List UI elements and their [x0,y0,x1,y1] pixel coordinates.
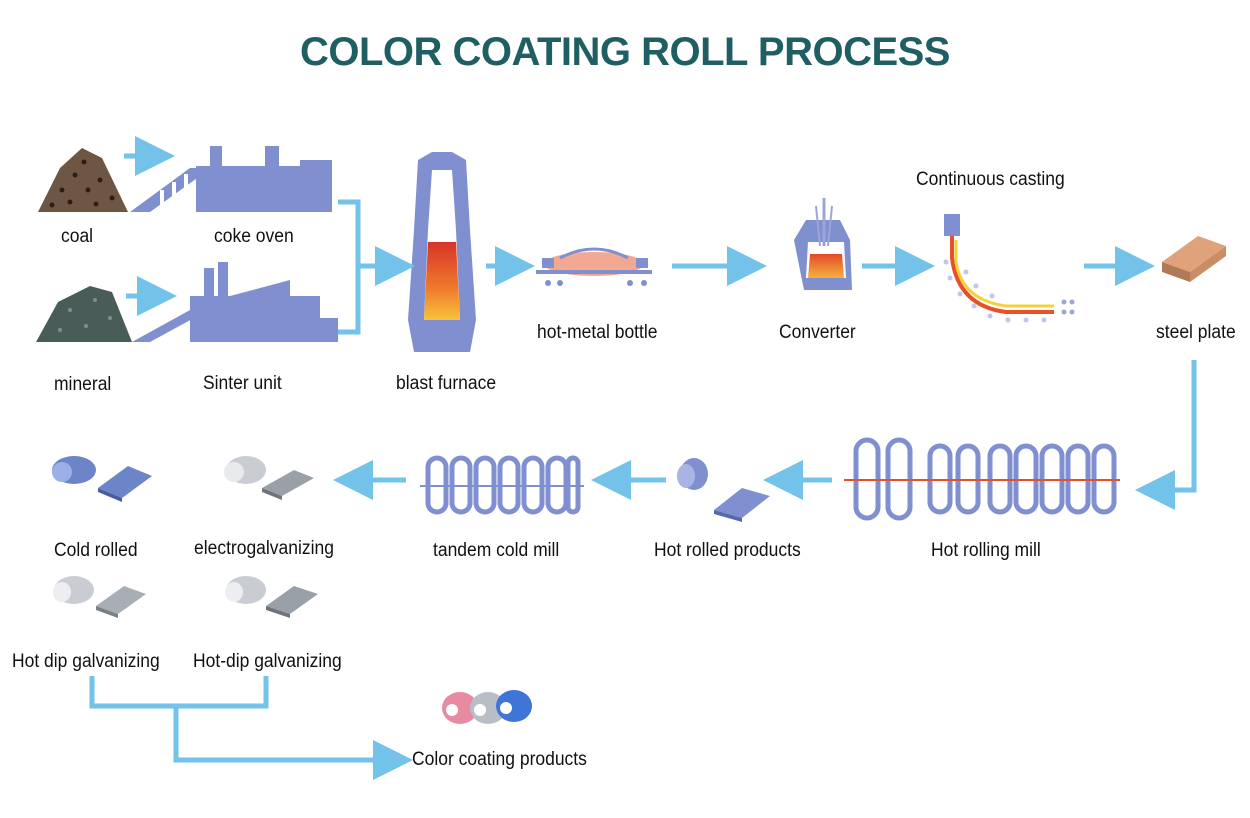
converter-icon [794,198,852,290]
arrow-galvanizing-merge [89,676,269,709]
label-sinter-unit: Sinter unit [203,373,282,394]
label-hot-rolling-mill: Hot rolling mill [931,540,1041,561]
hot-metal-bottle-icon [536,247,652,286]
blast-furnace-icon [408,152,476,352]
electrogalvanizing-icon [224,456,314,500]
cold-rolled-icon [52,456,152,502]
label-steel-plate: steel plate [1156,322,1236,343]
label-hot-rolled-products: Hot rolled products [654,540,801,561]
hot-dip-galvanizing-icon [53,576,146,618]
label-continuous-casting: Continuous casting [916,169,1065,190]
label-mineral: mineral [54,374,112,395]
label-hot-dip-galvanizing: Hot dip galvanizing [12,651,160,672]
label-hot-metal-bottle: hot-metal bottle [537,322,658,343]
arrow-plate-to-hot-mill [1135,360,1197,510]
page-title: COLOR COATING ROLL PROCESS [300,30,951,74]
arrow-to-color-coating [173,706,413,780]
label-cold-rolled: Cold rolled [54,540,138,561]
label-tandem-cold-mill: tandem cold mill [433,540,560,561]
arrow-coke-to-furnace [338,199,361,335]
label-electrogalvanizing: electrogalvanizing [194,538,334,559]
label-coal: coal [61,226,94,247]
hot-rolled-products-icon [677,458,770,522]
continuous-casting-icon [943,214,1075,323]
hot-dip-galvanizing-2-icon [225,576,318,618]
steel-plate-icon [1162,236,1226,282]
sinter-unit-icon [132,262,338,342]
label-blast-furnace: blast furnace [396,373,497,394]
label-coke-oven: coke oven [214,226,294,247]
label-hot-dip-galvanizing-2: Hot-dip galvanizing [193,651,342,672]
color-coating-coils-icon [442,690,532,724]
coal-pile-icon [38,148,128,212]
coke-oven-icon [130,146,332,212]
label-converter: Converter [779,322,856,343]
mineral-pile-icon [36,286,132,342]
label-color-coating-products: Color coating products [412,749,587,770]
